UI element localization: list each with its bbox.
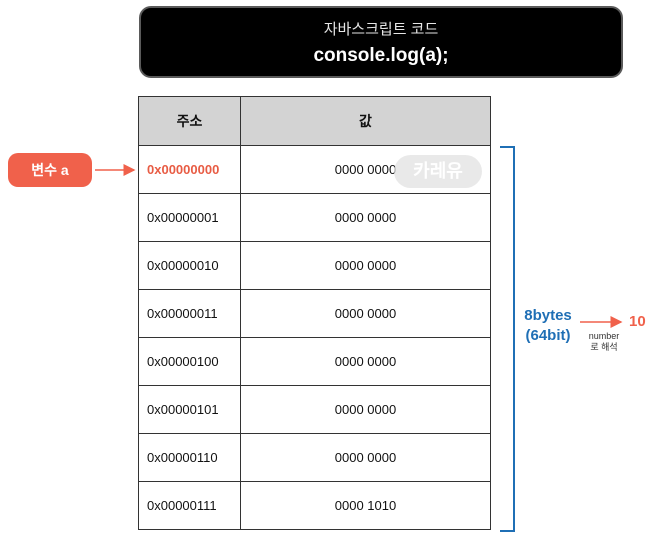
code-caption: 자바스크립트 코드 bbox=[323, 21, 439, 38]
memory-table: 주소 값 0x00000000 0000 0000 0x00000001 000… bbox=[138, 96, 491, 530]
interpretation-label: number 로 해석 bbox=[578, 331, 630, 353]
value-header: 값 bbox=[240, 96, 491, 146]
code-line: console.log(a); bbox=[313, 45, 449, 66]
code-box: 자바스크립트 코드 console.log(a); bbox=[139, 6, 623, 78]
address-cell: 0x00000101 bbox=[138, 385, 241, 434]
table-row: 0x00000101 0000 0000 bbox=[138, 385, 491, 434]
address-cell: 0x00000011 bbox=[138, 289, 241, 338]
size-label-bytes: 8bytes bbox=[524, 307, 572, 324]
interpretation-suffix: 로 해석 bbox=[590, 342, 618, 352]
value-cell: 0000 0000 bbox=[240, 241, 491, 290]
address-cell: 0x00000111 bbox=[138, 481, 241, 530]
size-label-bits: (64bit) bbox=[525, 327, 571, 344]
value-cell: 0000 1010 bbox=[240, 481, 491, 530]
table-row: 0x00000111 0000 1010 bbox=[138, 481, 491, 530]
size-brace bbox=[500, 146, 515, 532]
address-cell: 0x00000110 bbox=[138, 433, 241, 482]
value-cell: 0000 0000 bbox=[240, 385, 491, 434]
watermark: 카레유 bbox=[394, 155, 482, 188]
value-cell: 0000 0000 bbox=[240, 193, 491, 242]
address-cell: 0x00000000 bbox=[138, 145, 241, 194]
value-cell: 0000 0000 bbox=[240, 289, 491, 338]
result-value: 10 bbox=[629, 313, 646, 330]
size-label: 8bytes (64bit) bbox=[515, 306, 581, 346]
table-header-row: 주소 값 bbox=[138, 96, 491, 146]
table-row: 0x00000011 0000 0000 bbox=[138, 289, 491, 338]
variable-label: 변수 a bbox=[8, 153, 92, 187]
table-row: 0x00000001 0000 0000 bbox=[138, 193, 491, 242]
address-cell: 0x00000001 bbox=[138, 193, 241, 242]
interpretation-type: number bbox=[588, 331, 620, 341]
value-cell: 0000 0000 bbox=[240, 337, 491, 386]
